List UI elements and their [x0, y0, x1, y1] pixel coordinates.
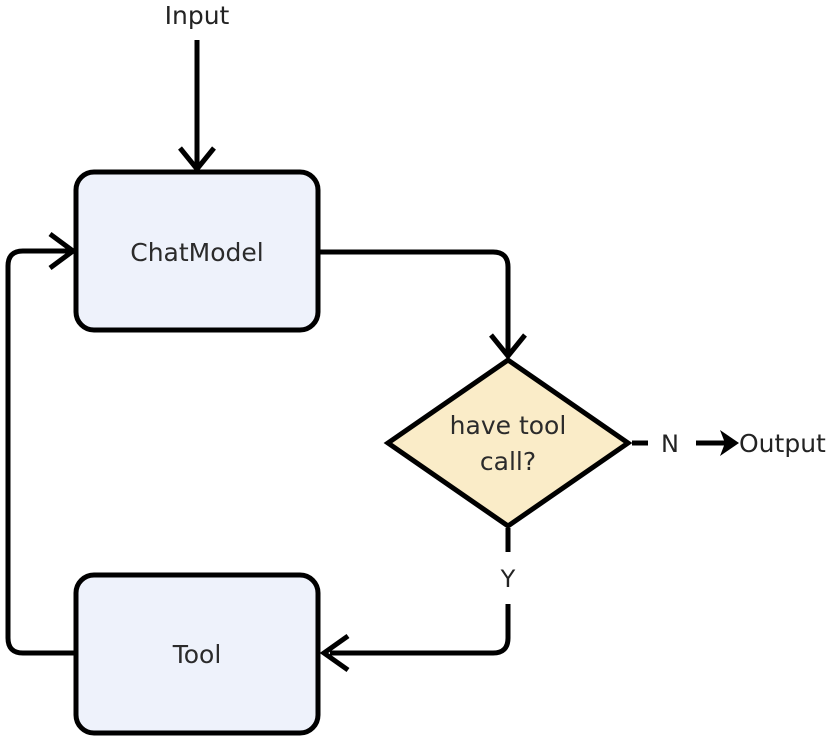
- edge-label-y: Y: [500, 565, 516, 593]
- decision-diamond-shape[interactable]: [383, 356, 633, 530]
- chatmodel-label: ChatModel: [130, 238, 263, 267]
- arrowhead-right-chatmodel: [48, 231, 78, 271]
- tool-label: Tool: [172, 640, 222, 669]
- edge-chatmodel-to-decision: [318, 249, 527, 360]
- chatmodel-box-shape[interactable]: [73, 169, 321, 333]
- node-tool[interactable]: Tool: [73, 572, 321, 736]
- edge-tool-to-chatmodel-line: [5, 248, 76, 656]
- arrowhead-down-chatmodel: [178, 146, 216, 173]
- edge-chatmodel-to-decision-line: [318, 249, 511, 353]
- edge-tool-to-chatmodel: [5, 231, 78, 656]
- node-chatmodel[interactable]: ChatModel: [73, 169, 321, 333]
- input-label: Input: [165, 1, 230, 30]
- edge-decision-to-tool: [319, 528, 511, 673]
- decision-label-line2: call?: [480, 447, 536, 476]
- arrowhead-down-decision: [489, 333, 527, 360]
- decision-label-line1: have tool: [450, 411, 567, 440]
- tool-box-shape[interactable]: [73, 572, 321, 736]
- edge-label-n: N: [661, 430, 679, 458]
- arrowhead-left-tool: [319, 633, 350, 673]
- edge-input-to-chatmodel: [178, 40, 216, 173]
- output-label: Output: [739, 429, 826, 458]
- node-decision-have-tool-call[interactable]: have tool call?: [383, 356, 633, 530]
- edge-decision-to-tool-line: [330, 604, 511, 656]
- edge-decision-to-output: [632, 430, 739, 456]
- arrowhead-right-output: [720, 430, 739, 456]
